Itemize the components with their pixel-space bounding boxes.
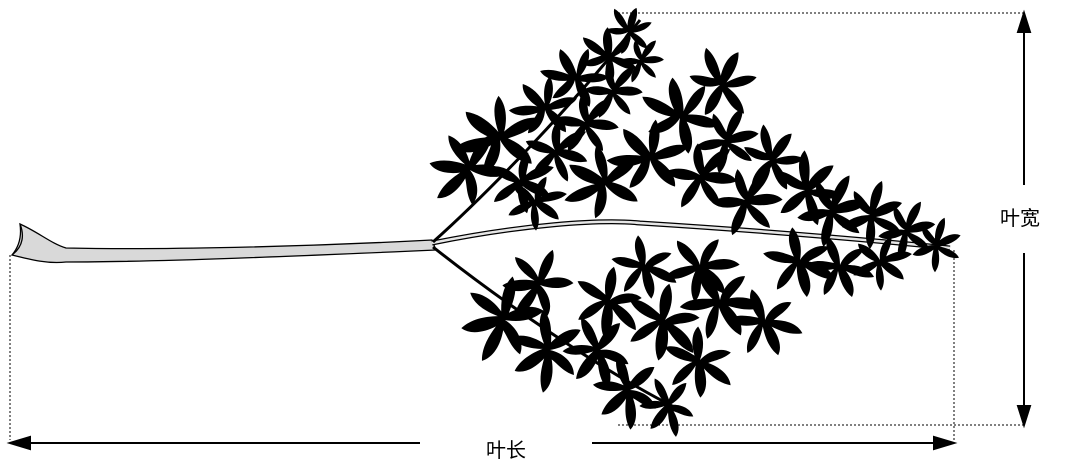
frond-foliage — [416, 0, 960, 446]
leaf-width-label: 叶宽 — [1000, 208, 1040, 228]
petiole — [12, 224, 436, 263]
leaf-length-label: 叶长 — [484, 440, 528, 460]
length-arrow — [10, 437, 954, 449]
